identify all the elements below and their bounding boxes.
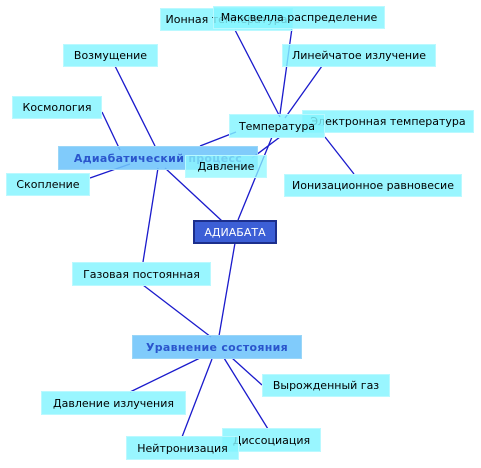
node-cluster[interactable]: Скопление — [6, 173, 90, 196]
edge-degenerate-gas — [231, 357, 263, 386]
edge-ion-temperature — [234, 29, 281, 118]
node-pressure[interactable]: Давление — [185, 155, 267, 178]
node-perturbation[interactable]: Возмущение — [63, 44, 158, 67]
node-neutronization[interactable]: Нейтронизация — [126, 436, 239, 460]
node-maxwell-distribution[interactable]: Максвелла распределение — [213, 6, 385, 29]
node-electron-temperature[interactable]: Электронная температура — [302, 110, 474, 133]
node-line-radiation[interactable]: Линейчатое излучение — [282, 44, 436, 67]
edge-neutronization — [181, 358, 213, 438]
edge-process-to-gas-constant — [142, 167, 159, 263]
edge-gas-constant-to-equation — [142, 284, 212, 338]
edge-center-to-equation — [218, 242, 236, 337]
edge-dissociation — [223, 357, 269, 430]
node-gas-constant[interactable]: Газовая постоянная — [72, 262, 211, 286]
node-degenerate-gas[interactable]: Вырожденный газ — [262, 374, 390, 397]
node-cosmology[interactable]: Космология — [12, 96, 102, 119]
node-temperature[interactable]: Температура — [229, 114, 325, 138]
hub-equation-of-state[interactable]: Уравнение состояния — [132, 335, 302, 359]
edge-ionization-equilibrium — [324, 136, 355, 175]
edge-radiation-pressure — [129, 357, 201, 393]
edge-process-to-center — [164, 167, 223, 222]
edge-temperature-to-center — [237, 136, 273, 221]
node-radiation-pressure[interactable]: Давление излучения — [41, 391, 186, 415]
edge-maxwell — [279, 27, 293, 115]
edge-perturbation — [114, 65, 156, 147]
edge-cosmology — [101, 111, 121, 151]
center-node-adiabata[interactable]: АДИАБАТА — [193, 220, 277, 244]
edge-line-radiation — [284, 65, 323, 119]
node-ionization-equilibrium[interactable]: Ионизационное равновесие — [284, 174, 462, 197]
